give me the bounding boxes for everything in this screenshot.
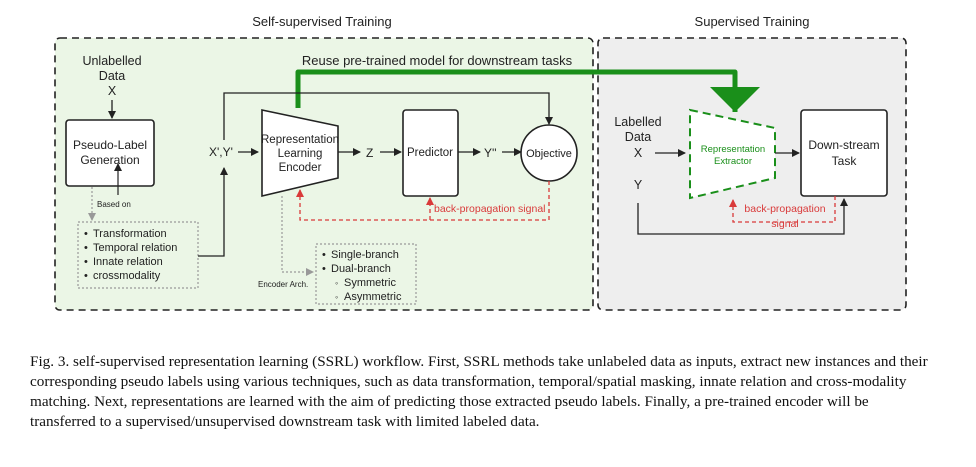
downstream-task-box	[800, 109, 888, 197]
y-pred-label: Y''	[484, 146, 497, 160]
pseudo-label-line2: Generation	[80, 153, 139, 167]
reuse-label: Reuse pre-trained model for downstream t…	[302, 53, 573, 68]
based-on-label: Based on	[97, 200, 131, 209]
encoder-label-line2: Learning	[278, 148, 323, 160]
ssl-backprop-label: back-propagation signal	[434, 203, 546, 215]
reuse-pretrained-arrow	[295, 69, 760, 112]
arch-item: Single-branch	[331, 249, 399, 261]
encoder-label-line1: Representation	[261, 134, 339, 146]
technique-item: Transformation	[93, 228, 167, 240]
ssrl-workflow-diagram: Self-supervised Training Supervised Trai…	[54, 14, 907, 311]
labelled-y-to-downstream-arrow	[637, 198, 848, 235]
unlabelled-data-label-line1: Unlabelled	[82, 54, 141, 68]
representation-extractor	[689, 108, 776, 200]
encoder-arch-connector	[281, 196, 314, 276]
ssl-backprop-path	[296, 181, 550, 221]
unlabelled-data-variable: X	[108, 84, 117, 98]
sup-backprop-label-line1: back-propagation	[744, 203, 825, 215]
arch-subitem: Asymmetric	[344, 291, 402, 303]
technique-bullet: •	[84, 256, 88, 268]
representation-learning-encoder	[261, 109, 339, 198]
arch-bullet: •	[322, 249, 326, 261]
sup-backprop-path	[729, 196, 836, 223]
extractor-label-line1: Representation	[701, 144, 765, 155]
predictor-box	[402, 109, 459, 197]
arch-sub-bullet: ◦	[335, 292, 338, 302]
extractor-label-line2: Extractor	[714, 156, 752, 167]
pseudo-label-line1: Pseudo-Label	[73, 138, 147, 152]
technique-bullet: •	[84, 228, 88, 240]
arch-item: Dual-branch	[331, 263, 391, 275]
self-supervised-section-title: Self-supervised Training	[252, 14, 391, 29]
technique-bullet: •	[84, 270, 88, 282]
sup-backprop-label-line2: signal	[771, 218, 798, 230]
technique-item: Innate relation	[93, 256, 163, 268]
unlabelled-data-label-line2: Data	[99, 69, 125, 83]
encoder-arch-box	[315, 243, 417, 305]
pseudo-label-generation-box	[65, 119, 155, 187]
technique-bullet: •	[84, 242, 88, 254]
downstream-label-line1: Down-stream	[808, 138, 879, 152]
arch-subitem: Symmetric	[344, 277, 396, 289]
objective-label: Objective	[526, 148, 572, 160]
supervised-section-title: Supervised Training	[695, 14, 810, 29]
technique-item: Temporal relation	[93, 242, 177, 254]
encoder-label-line3: Encoder	[279, 162, 322, 174]
techniques-to-xy-arrow	[198, 167, 228, 257]
technique-item: crossmodality	[93, 270, 161, 282]
xy-label: X',Y'	[209, 145, 233, 159]
encoder-arch-label: Encoder Arch.	[258, 280, 308, 289]
labelled-data-label-line1: Labelled	[614, 115, 661, 129]
arch-sub-bullet: ◦	[335, 278, 338, 288]
labelled-y-variable: Y	[634, 178, 643, 192]
techniques-box	[77, 221, 199, 289]
z-label: Z	[366, 146, 373, 160]
xy-to-objective-arrow	[223, 92, 553, 140]
arch-bullet: •	[322, 263, 326, 275]
downstream-label-line2: Task	[832, 154, 858, 168]
labelled-data-label-line2: Data	[625, 130, 651, 144]
figure-caption: Fig. 3. self-supervised representation l…	[30, 353, 928, 430]
labelled-x-variable: X	[634, 146, 643, 160]
predictor-label: Predictor	[407, 147, 453, 159]
